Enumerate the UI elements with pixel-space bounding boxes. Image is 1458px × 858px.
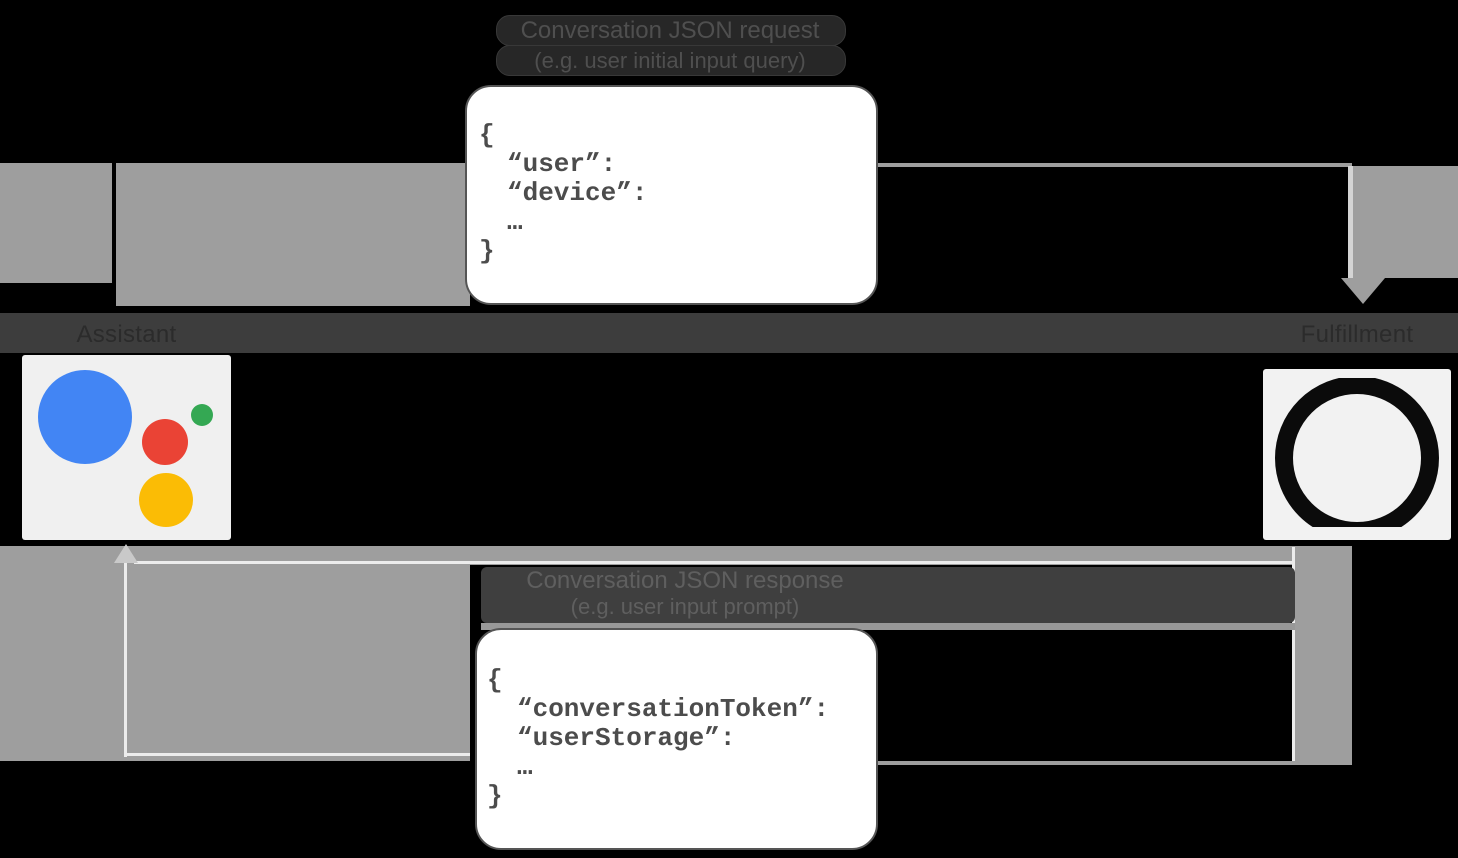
- assistant-green-circle: [191, 404, 213, 426]
- response-arrowhead-up-icon: [114, 544, 138, 563]
- code-line: “conversationToken”:: [517, 694, 830, 724]
- request-arrow-shaft-line: [1348, 166, 1353, 278]
- code-line: “user”:: [507, 149, 617, 179]
- assistant-red-circle: [142, 419, 188, 465]
- response-arrow-body-block: [0, 546, 470, 761]
- request-caption-line1: Conversation JSON request: [520, 17, 820, 44]
- assistant-label: Assistant: [76, 321, 177, 348]
- google-cloud-icon: [1275, 378, 1439, 527]
- response-arrow-upper-line: [134, 561, 1294, 564]
- code-line: “device”:: [507, 178, 648, 208]
- response-caption-underline: [481, 623, 1295, 630]
- request-caption-plate-2: [496, 45, 846, 76]
- response-arrow-shaft-line: [1292, 547, 1295, 764]
- response-arrow-vertical-line: [124, 561, 127, 757]
- fulfillment-label: Fulfillment: [1300, 321, 1414, 348]
- code-line: …: [517, 752, 533, 782]
- code-line: …: [507, 207, 523, 237]
- response-arrow-shaft-block: [1295, 547, 1352, 765]
- fulfillment-node: [1263, 369, 1451, 540]
- code-line: “userStorage”:: [517, 723, 736, 753]
- response-caption-plate: [481, 567, 1295, 623]
- request-arrow-body-block: [116, 163, 470, 306]
- request-arrow-tail-block: [0, 163, 112, 283]
- response-arrow-lower-line-left: [126, 753, 470, 756]
- code-line: }: [487, 781, 503, 811]
- response-json-box: { “conversationToken”: “userStorage”: … …: [475, 628, 878, 850]
- request-json-box: { “user”: “device”: … }: [465, 85, 878, 305]
- response-caption-line1: Conversation JSON response: [526, 567, 844, 594]
- code-line: {: [487, 665, 503, 695]
- response-caption-line2: (e.g. user input prompt): [570, 594, 800, 619]
- request-arrowhead-down-icon: [1341, 278, 1385, 304]
- assistant-node: [22, 355, 231, 540]
- assistant-blue-circle: [38, 370, 132, 464]
- node-label-band: [0, 313, 1458, 353]
- code-line: {: [479, 120, 495, 150]
- response-arrow-lower-line-right: [878, 761, 1352, 765]
- code-line: }: [479, 236, 495, 266]
- request-caption-line2: (e.g. user initial input query): [534, 48, 806, 73]
- assistant-yellow-circle: [139, 473, 193, 527]
- request-arrow-head-block: [1353, 166, 1458, 278]
